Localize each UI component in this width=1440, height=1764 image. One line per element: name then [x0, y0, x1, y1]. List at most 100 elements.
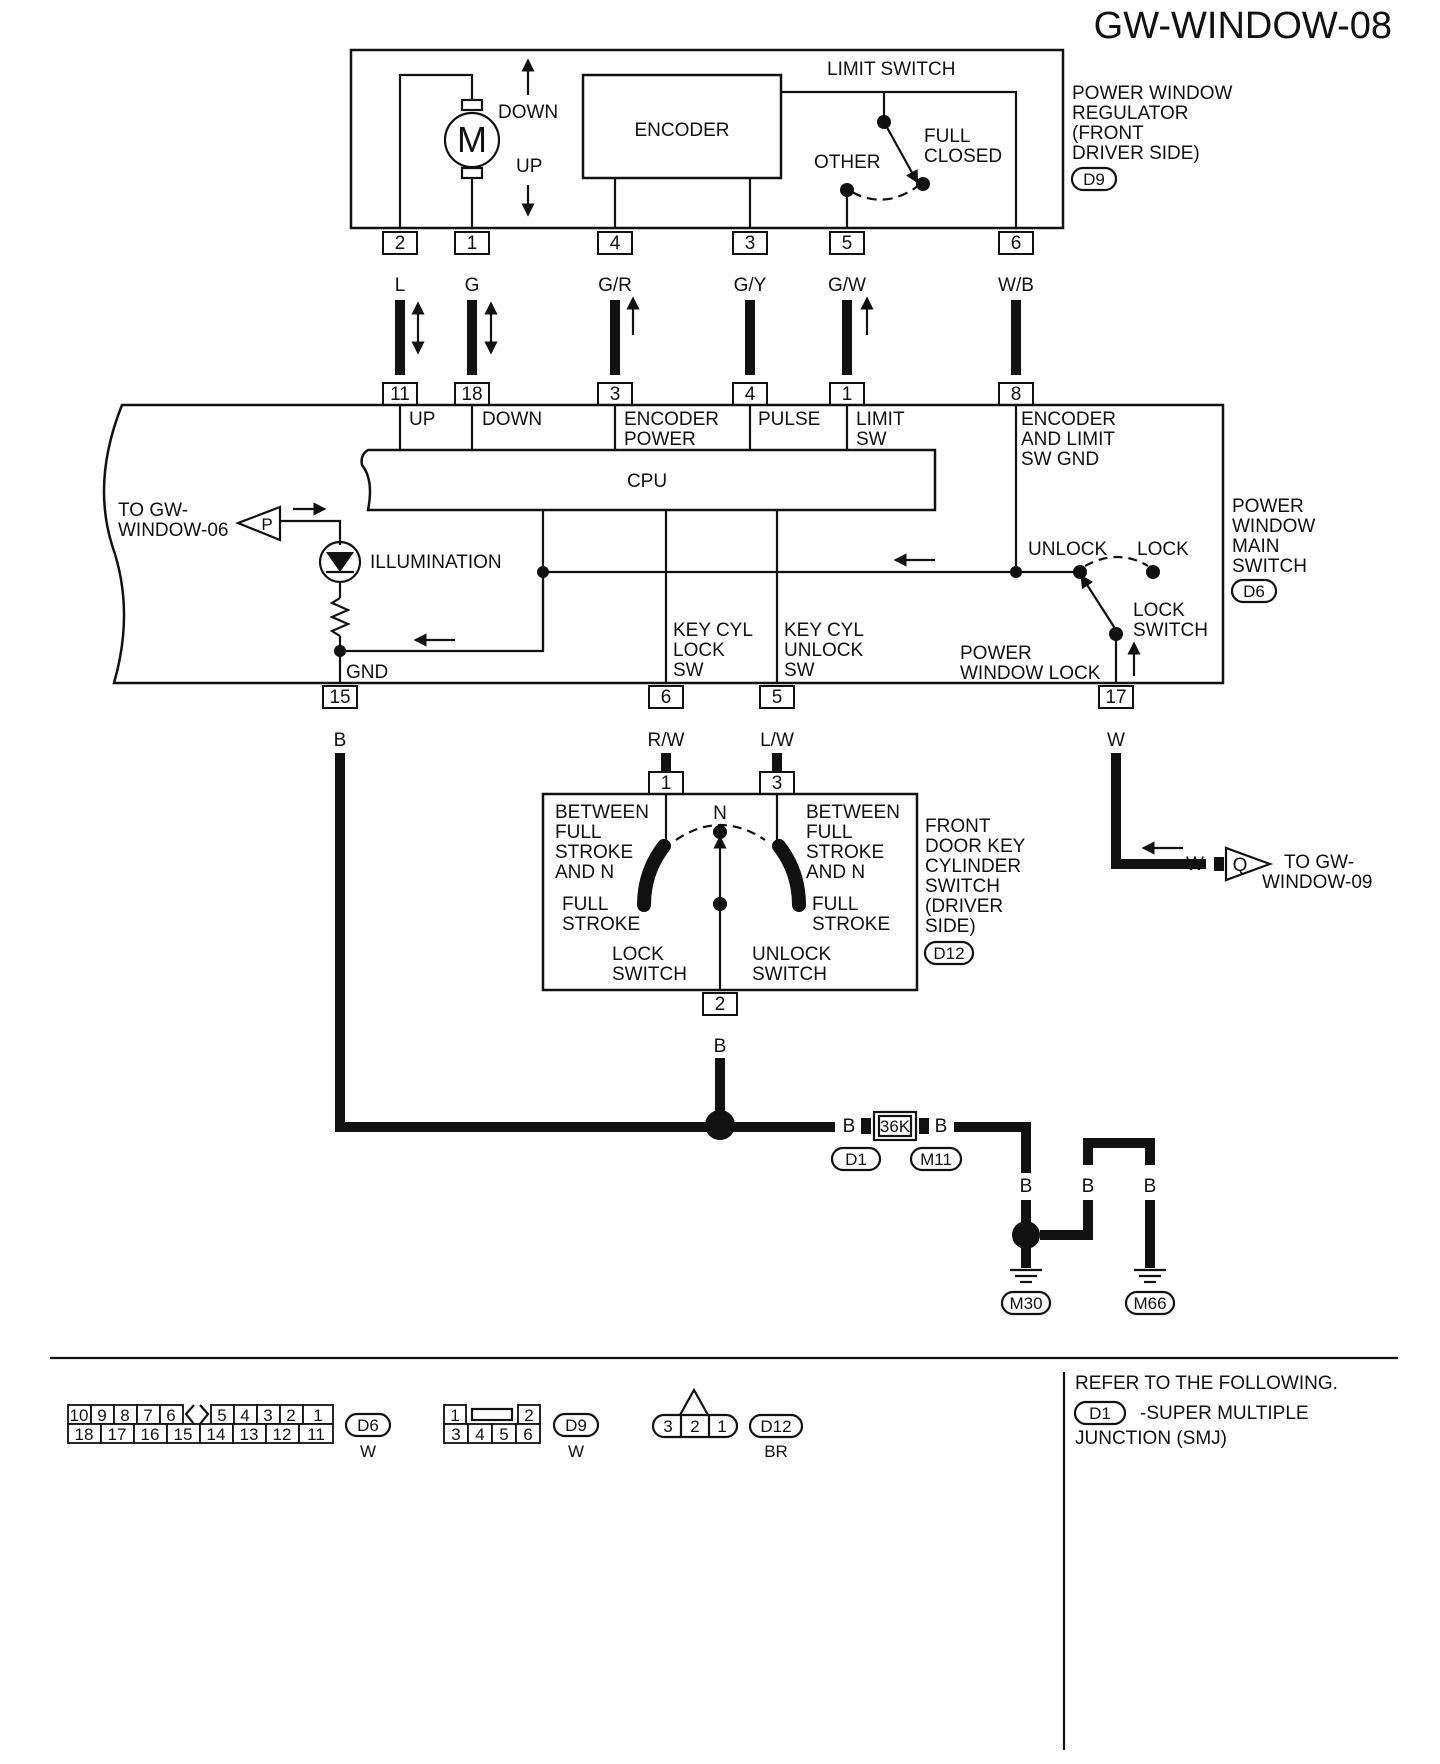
main-switch-name-2: WINDOW [1232, 516, 1315, 537]
full-closed-label-1: FULL [924, 126, 970, 147]
label-text: 17 [108, 1425, 127, 1444]
joint-connector-36k: 36K [880, 1117, 911, 1136]
main-switch-name-1: POWER [1232, 496, 1304, 517]
p-connector-label: P [261, 515, 272, 534]
label-text: 2 [690, 1417, 699, 1436]
label-text: 4 [745, 384, 756, 405]
encoder-label: ENCODER [634, 120, 729, 141]
wire-color-w-b: W/B [998, 275, 1034, 296]
legend-d9-face: 1 2 3 4 5 6 D9 W [443, 1404, 600, 1461]
ground-m66: M66 [1133, 1294, 1166, 1313]
label-text: 3 [610, 384, 621, 405]
ground-section: B 36K B D1 M11 B B B M30 M66 [705, 1058, 1176, 1316]
illumination-label: ILLUMINATION [370, 552, 502, 573]
key-cylinder-component: N BETWEEN FULL STROKE AND N BETWEEN FULL… [541, 792, 1026, 992]
key-cyl-unlock-3: SW [784, 660, 815, 681]
label-pulse: PULSE [758, 409, 820, 430]
wire-color-g-y: G/Y [734, 275, 767, 296]
label-text: 5 [499, 1425, 508, 1444]
main-switch-component: UP DOWN ENCODER POWER PULSE LIMIT SW ENC… [102, 403, 1315, 685]
main-switch-name-4: SWITCH [1232, 556, 1307, 577]
full-stroke-left-1: FULL [562, 894, 608, 915]
to-window-09-2: WINDOW-09 [1262, 872, 1372, 893]
q-connector: W Q TO GW- WINDOW-09 [1186, 846, 1372, 893]
label-text: 11 [307, 1425, 325, 1444]
label-text: 15 [329, 687, 350, 708]
between-right-4: AND N [806, 862, 865, 883]
wire-color-l: L [395, 275, 406, 296]
up-label: UP [516, 156, 542, 177]
to-window-09-1: TO GW- [1284, 852, 1354, 873]
full-stroke-right-2: STROKE [812, 914, 890, 935]
wire-color-b-4: B [1082, 1176, 1095, 1197]
label-encoder-power-1: ENCODER [624, 409, 719, 430]
main-pin-11: 11 [382, 382, 418, 406]
ground-m30: M30 [1009, 1294, 1042, 1313]
label-text: 5 [842, 233, 853, 254]
label-text: 7 [143, 1406, 152, 1425]
label-text: 6 [661, 687, 672, 708]
label-text: 3 [663, 1417, 672, 1436]
upper-harness [395, 296, 1021, 375]
regulator-pin-3: 3 G/Y [732, 231, 768, 296]
key-cyl-lock-1: KEY CYL [673, 620, 753, 641]
other-label: OTHER [814, 152, 881, 173]
full-closed-label-2: CLOSED [924, 146, 1002, 167]
key-cyl-lock-3: SW [673, 660, 704, 681]
label-text: 3 [772, 773, 783, 794]
label-text: 3 [745, 233, 756, 254]
power-window-lock-2: WINDOW LOCK [960, 663, 1101, 684]
main-pin-17: 17 W [1098, 685, 1134, 751]
label-text: 14 [207, 1425, 226, 1444]
label-text: 12 [273, 1425, 292, 1444]
label-text: 1 [450, 1406, 459, 1425]
label-text: 13 [240, 1425, 259, 1444]
legend-area: 10 9 8 7 6 5 4 3 2 1 18 17 16 15 14 13 1… [50, 1356, 1398, 1750]
label-up: UP [409, 409, 435, 430]
lock-switch-kc-1: LOCK [612, 944, 664, 965]
label-text: 1 [467, 233, 478, 254]
unlock-label: UNLOCK [1028, 539, 1108, 560]
gnd-label: GND [346, 662, 388, 683]
refer-text-2: JUNCTION (SMJ) [1075, 1428, 1227, 1449]
between-right-1: BETWEEN [806, 802, 900, 823]
to-window-06-1: TO GW- [118, 500, 188, 521]
refer-text-1: -SUPER MULTIPLE [1140, 1403, 1309, 1424]
label-text: 1 [842, 384, 853, 405]
joint-left-d1: D1 [845, 1150, 867, 1169]
main-pin-8: 8 [998, 382, 1034, 406]
wire-color-b-gnd: B [334, 730, 347, 751]
label-text: 18 [75, 1425, 94, 1444]
label-text: 6 [523, 1425, 532, 1444]
label-text: 8 [1011, 384, 1022, 405]
kc-name-2: DOOR KEY [925, 836, 1026, 857]
wire-color-b-1: B [843, 1116, 856, 1137]
main-pin-5: 5 L/W [759, 685, 795, 751]
main-pin-6: 6 R/W [648, 685, 685, 751]
key-cyl-unlock-2: UNLOCK [784, 640, 864, 661]
label-text: 9 [97, 1406, 106, 1425]
q-wire-color: W [1186, 854, 1204, 875]
wire-color-l-w: L/W [760, 730, 794, 751]
regulator-connector-d9: D9 [1083, 170, 1105, 189]
main-pin-1: 1 [829, 382, 865, 406]
kc-wire-color-b: B [714, 1036, 727, 1057]
label-limit-sw-2: SW [856, 429, 887, 450]
refer-heading: REFER TO THE FOLLOWING. [1075, 1373, 1338, 1394]
regulator-component: M DOWN UP ENCODER LIMIT SWITCH OTHER FUL… [349, 48, 1232, 230]
regulator-pin-6: 6 W/B [998, 231, 1034, 296]
wire-color-g-w: G/W [828, 275, 866, 296]
unlock-switch-kc-2: SWITCH [752, 964, 827, 985]
lock-switch-label-1: LOCK [1133, 600, 1185, 621]
label-text: 15 [174, 1425, 193, 1444]
motor-symbol: M [457, 119, 487, 160]
kc-name-4: SWITCH [925, 876, 1000, 897]
legend-d6-face: 10 9 8 7 6 5 4 3 2 1 18 17 16 15 14 13 1… [67, 1404, 392, 1461]
regulator-pin-2: 2 L [382, 231, 418, 296]
kc-pin-3: 3 [759, 771, 795, 795]
legend-d6-color: W [360, 1442, 376, 1461]
regulator-pin-5: 5 G/W [828, 231, 866, 296]
label-text: 6 [166, 1406, 175, 1425]
to-window-06-2: WINDOW-06 [118, 520, 228, 541]
